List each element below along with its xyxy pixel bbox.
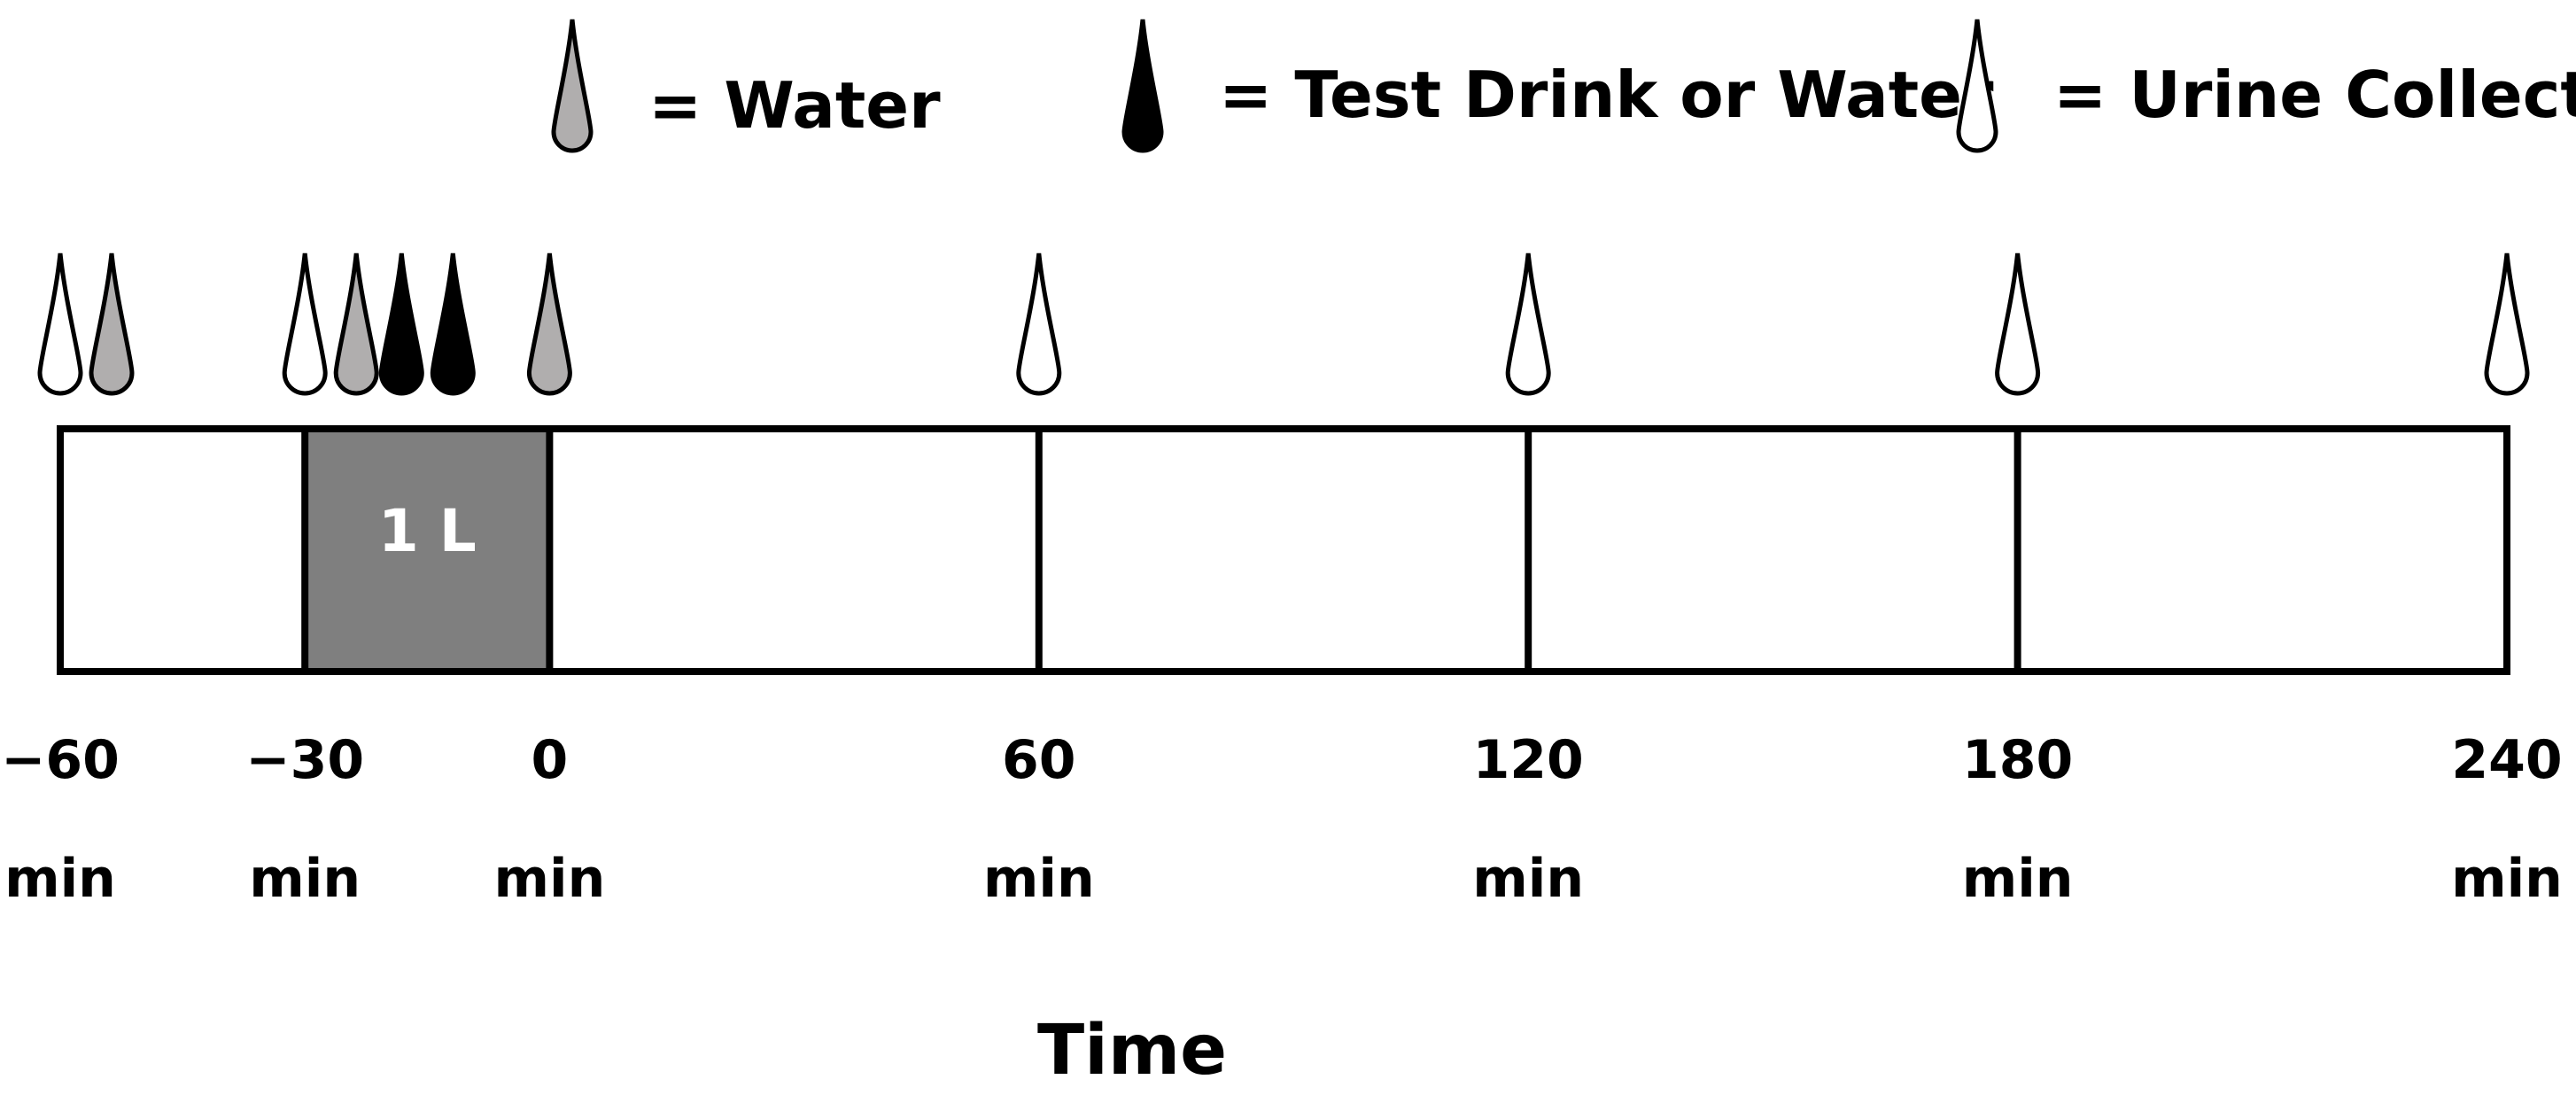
- time-tick-labels: −60 min −30 min 0 min 60 min 120 min 180 min 240 min: [1, 729, 2563, 910]
- tick-unit-label: min: [2451, 848, 2563, 910]
- tick-label: 60: [1002, 729, 1076, 791]
- test-drop-icon: [378, 252, 424, 396]
- water-drop-icon: [526, 252, 572, 396]
- urine-drop-icon: [1995, 252, 2041, 396]
- tick-label: −30: [245, 729, 364, 791]
- timeline-outline: [57, 425, 2510, 675]
- water-drop-icon: [89, 252, 135, 396]
- tick-label: −60: [1, 729, 120, 791]
- tick-label: 120: [1473, 729, 1584, 791]
- legend-label-test: = Test Drink or Water: [1219, 58, 1994, 132]
- urine-drop-icon: [282, 252, 328, 396]
- timeline-bar: 1 L: [57, 425, 2510, 675]
- tick-label: 180: [1962, 729, 2073, 791]
- urine-drop-icon: [1016, 252, 1062, 396]
- tick-label: 240: [2451, 729, 2562, 791]
- tick-unit-label: min: [1962, 848, 2074, 910]
- test-drop-icon: [430, 252, 476, 396]
- tick-unit-label: min: [249, 848, 361, 910]
- tick-unit-label: min: [983, 848, 1095, 910]
- tick-unit-label: min: [493, 848, 605, 910]
- tick-unit-label: min: [1472, 848, 1584, 910]
- urine-drop-icon: [1505, 252, 1551, 396]
- event-drops: [37, 252, 2530, 396]
- urine-drop-icon: [2484, 252, 2530, 396]
- legend-label-urine: = Urine Collection: [2053, 58, 2576, 132]
- water-drop-icon: [333, 252, 379, 396]
- test-legend-drop-icon: [1121, 19, 1164, 153]
- legend: = Water = Test Drink or Water = Urine Coll…: [551, 19, 2576, 153]
- drinking-volume-label: 1 L: [378, 497, 477, 565]
- urine-legend-drop-icon: [1956, 19, 1998, 153]
- drinking-period-block: [305, 429, 550, 672]
- tick-label: 0: [531, 729, 569, 791]
- water-legend-drop-icon: [551, 19, 594, 153]
- urine-drop-icon: [37, 252, 83, 396]
- legend-label-water: = Water: [648, 68, 941, 143]
- tick-unit-label: min: [4, 848, 116, 910]
- axis-title: Time: [1037, 1011, 1227, 1091]
